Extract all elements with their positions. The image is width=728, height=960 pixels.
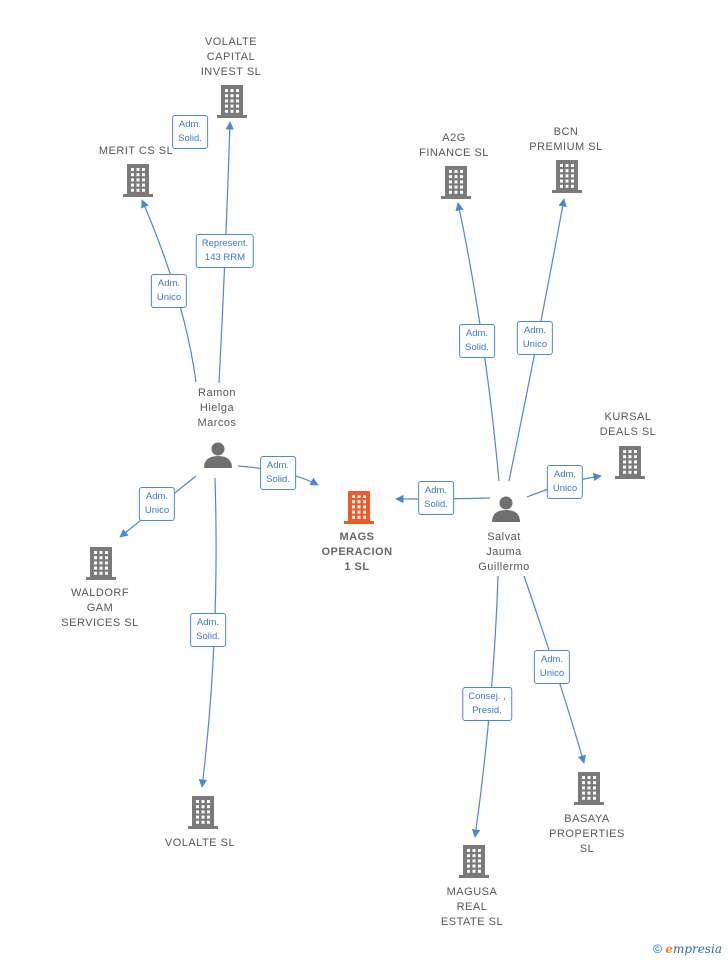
company-magusa-label: MAGUSA REAL ESTATE SL: [440, 886, 504, 928]
edge-label-ramon-merit[interactable]: Adm. Unico: [150, 274, 188, 308]
copyright-brand: © empresia: [653, 942, 722, 956]
company-volalte_capital-building-icon[interactable]: [217, 85, 247, 118]
edge-label-salvat-bcn[interactable]: Adm. Unico: [516, 321, 554, 355]
edge-label-salvat-magusa[interactable]: Consej. , Presid.: [462, 687, 512, 721]
edge-label-ramon-volalte_capital[interactable]: Adm. Solid.: [172, 115, 208, 149]
edge-label-salvat-mags[interactable]: Adm. Solid.: [418, 481, 454, 515]
company-volalte-label: VOLALTE SL: [164, 837, 236, 849]
edge-label-salvat-basaya[interactable]: Adm. Unico: [533, 650, 571, 684]
company-basaya-building-icon[interactable]: [574, 772, 604, 805]
edge-label-ramon-waldorf[interactable]: Adm. Unico: [138, 487, 176, 521]
edge-label-ramon-mags[interactable]: Adm. Solid.: [260, 456, 296, 490]
copyright-symbol: ©: [653, 942, 662, 956]
person-ramon-person-icon[interactable]: [204, 442, 232, 469]
focus-company-label: MAGS OPERACION 1 SL: [321, 531, 393, 573]
company-basaya-label: BASAYA PROPERTIES SL: [549, 813, 625, 855]
edge-label-salvat-kursal[interactable]: Adm. Unico: [546, 465, 584, 499]
company-bcn-label: BCN PREMIUM SL: [529, 126, 603, 153]
edge-label-ramon-volalte_capital[interactable]: Represent. 143 RRM: [195, 234, 255, 268]
edge-label-salvat-a2g[interactable]: Adm. Solid.: [459, 324, 495, 358]
company-volalte_capital-label: VOLALTE CAPITAL INVEST SL: [200, 36, 262, 78]
company-volalte-building-icon[interactable]: [188, 796, 218, 829]
company-waldorf-building-icon[interactable]: [86, 547, 116, 580]
company-kursal-building-icon[interactable]: [615, 446, 645, 479]
company-magusa-building-icon[interactable]: [459, 845, 489, 878]
person-salvat-label: Salvat Jauma Guillermo: [478, 531, 530, 573]
company-a2g-label: A2G FINANCE SL: [419, 132, 489, 159]
company-a2g-building-icon[interactable]: [441, 166, 471, 199]
focus-company-building-icon[interactable]: [344, 491, 374, 524]
brand-logo: empresia: [665, 942, 722, 956]
company-waldorf-label: WALDORF GAM SERVICES SL: [61, 587, 139, 629]
company-kursal-label: KURSAL DEALS SL: [599, 411, 657, 438]
person-salvat-person-icon[interactable]: [492, 496, 520, 523]
company-merit-building-icon[interactable]: [123, 164, 153, 197]
company-bcn-building-icon[interactable]: [552, 160, 582, 193]
edge-label-ramon-volalte[interactable]: Adm. Solid.: [190, 613, 226, 647]
company-merit-label: MERIT CS SL: [98, 145, 174, 157]
person-ramon-label: Ramon Hielga Marcos: [197, 387, 237, 429]
